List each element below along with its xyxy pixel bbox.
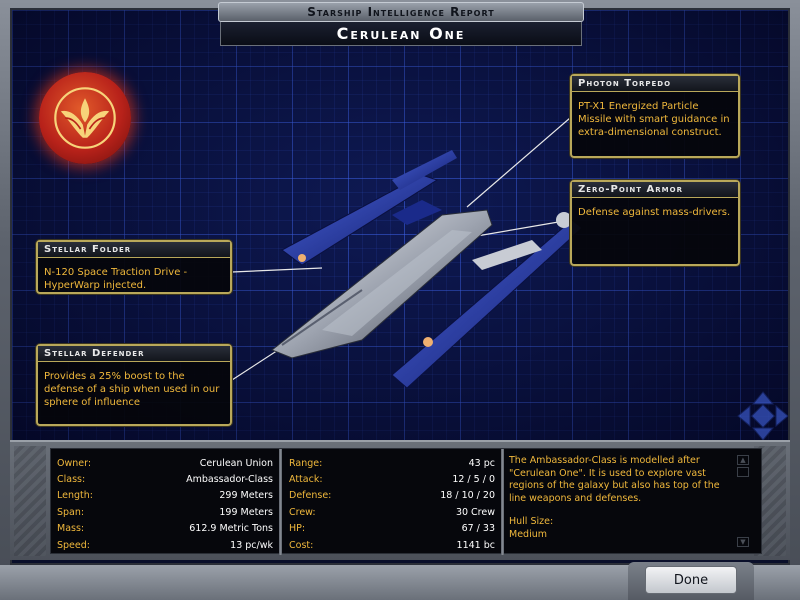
stat-crew: Crew: 30 Crew bbox=[289, 504, 495, 520]
callout-photon-torpedo: Photon Torpedo PT-X1 Energized Particle … bbox=[570, 74, 740, 158]
callout-text: Defense against mass-drivers. bbox=[578, 207, 731, 218]
description-text: The Ambassador-Class is modelled after "… bbox=[509, 455, 720, 504]
starship-illustration bbox=[271, 150, 583, 389]
stat-defense: Defense: 18 / 10 / 20 bbox=[289, 488, 495, 504]
callout-stellar-folder: Stellar Folder N-120 Space Traction Driv… bbox=[36, 240, 232, 294]
hull-size-value: Medium bbox=[509, 528, 547, 540]
stat-label: Attack: bbox=[289, 474, 323, 486]
stat-value: Cerulean Union bbox=[199, 457, 273, 469]
hull-size-label: Hull Size: bbox=[509, 516, 554, 528]
stat-value: 30 Crew bbox=[455, 506, 495, 518]
callout-zero-point-armor: Zero-Point Armor Defense against mass-dr… bbox=[570, 180, 740, 266]
scroll-down-arrow-icon[interactable]: ▼ bbox=[737, 537, 749, 547]
stat-speed: Speed: 13 pc/wk bbox=[57, 537, 273, 553]
stat-value: 18 / 10 / 20 bbox=[440, 490, 495, 502]
scroll-thumb[interactable] bbox=[737, 467, 749, 477]
stat-range: Range: 43 pc bbox=[289, 455, 495, 471]
phoenix-emblem-icon bbox=[39, 72, 131, 164]
stat-label: Range: bbox=[289, 457, 323, 469]
callout-text: PT-X1 Energized Particle Missile with sm… bbox=[578, 101, 730, 138]
callout-text: N-120 Space Traction Drive - HyperWarp i… bbox=[44, 267, 188, 291]
stat-label: Speed: bbox=[57, 539, 90, 551]
report-viewport: Photon Torpedo PT-X1 Energized Particle … bbox=[10, 8, 790, 565]
ship-name-bar: Cerulean One bbox=[220, 22, 582, 46]
stat-value: 612.9 Metric Tons bbox=[189, 523, 273, 535]
callout-title: Zero-Point Armor bbox=[572, 182, 738, 198]
stat-cost: Cost: 1141 bc bbox=[289, 537, 495, 553]
stat-value: 199 Meters bbox=[219, 506, 273, 518]
stats-column-left: Owner: Cerulean Union Class: Ambassador-Cl… bbox=[57, 455, 273, 555]
stats-inner: Owner: Cerulean Union Class: Ambassador-Cl… bbox=[50, 448, 762, 555]
stat-mass: Mass: 612.9 Metric Tons bbox=[57, 521, 273, 537]
stat-label: Owner: bbox=[57, 457, 92, 469]
callout-stellar-defender: Stellar Defender Provides a 25% boost to… bbox=[36, 344, 232, 426]
stats-column-right: Range: 43 pc Attack: 12 / 5 / 0 Defense: 18… bbox=[289, 455, 495, 555]
stat-value: 299 Meters bbox=[219, 490, 273, 502]
stat-label: Cost: bbox=[289, 539, 314, 551]
callout-title: Stellar Folder bbox=[38, 242, 230, 258]
scroll-up-arrow-icon[interactable]: ▲ bbox=[737, 455, 749, 465]
stat-attack: Attack: 12 / 5 / 0 bbox=[289, 471, 495, 487]
stat-value: 12 / 5 / 0 bbox=[452, 474, 495, 486]
stat-value: Ambassador-Class bbox=[186, 474, 273, 486]
ship-description: The Ambassador-Class is modelled after "… bbox=[509, 455, 731, 551]
description-scrollbar[interactable]: ▲ ▼ bbox=[737, 455, 751, 549]
stat-value: 43 pc bbox=[468, 457, 495, 469]
report-title-bar: Starship Intelligence Report bbox=[218, 2, 584, 22]
report-title: Starship Intelligence Report bbox=[307, 5, 495, 19]
callout-title: Photon Torpedo bbox=[572, 76, 738, 92]
stat-label: Defense: bbox=[289, 490, 332, 502]
stat-label: Mass: bbox=[57, 523, 85, 535]
column-divider bbox=[501, 449, 504, 555]
stat-length: Length: 299 Meters bbox=[57, 488, 273, 504]
column-divider bbox=[279, 449, 282, 555]
stat-label: Span: bbox=[57, 506, 85, 518]
left-panel-decoration bbox=[14, 446, 46, 556]
stat-span: Span: 199 Meters bbox=[57, 504, 273, 520]
stat-value: 1141 bc bbox=[456, 539, 495, 551]
stat-owner: Owner: Cerulean Union bbox=[57, 455, 273, 471]
callout-title: Stellar Defender bbox=[38, 346, 230, 362]
stat-value: 13 pc/wk bbox=[230, 539, 273, 551]
diamond-arrows-icon bbox=[737, 391, 788, 441]
stats-panel: Owner: Cerulean Union Class: Ambassador-Cl… bbox=[10, 440, 790, 560]
stat-value: 67 / 33 bbox=[461, 523, 495, 535]
stat-class: Class: Ambassador-Class bbox=[57, 471, 273, 487]
stat-label: Crew: bbox=[289, 506, 316, 518]
stat-label: HP: bbox=[289, 523, 306, 535]
ship-name: Cerulean One bbox=[336, 24, 466, 43]
stat-hp: HP: 67 / 33 bbox=[289, 521, 495, 537]
stat-label: Class: bbox=[57, 474, 86, 486]
done-button[interactable]: Done bbox=[645, 566, 737, 594]
stat-label: Length: bbox=[57, 490, 93, 502]
callout-text: Provides a 25% boost to the defense of a… bbox=[44, 371, 220, 408]
